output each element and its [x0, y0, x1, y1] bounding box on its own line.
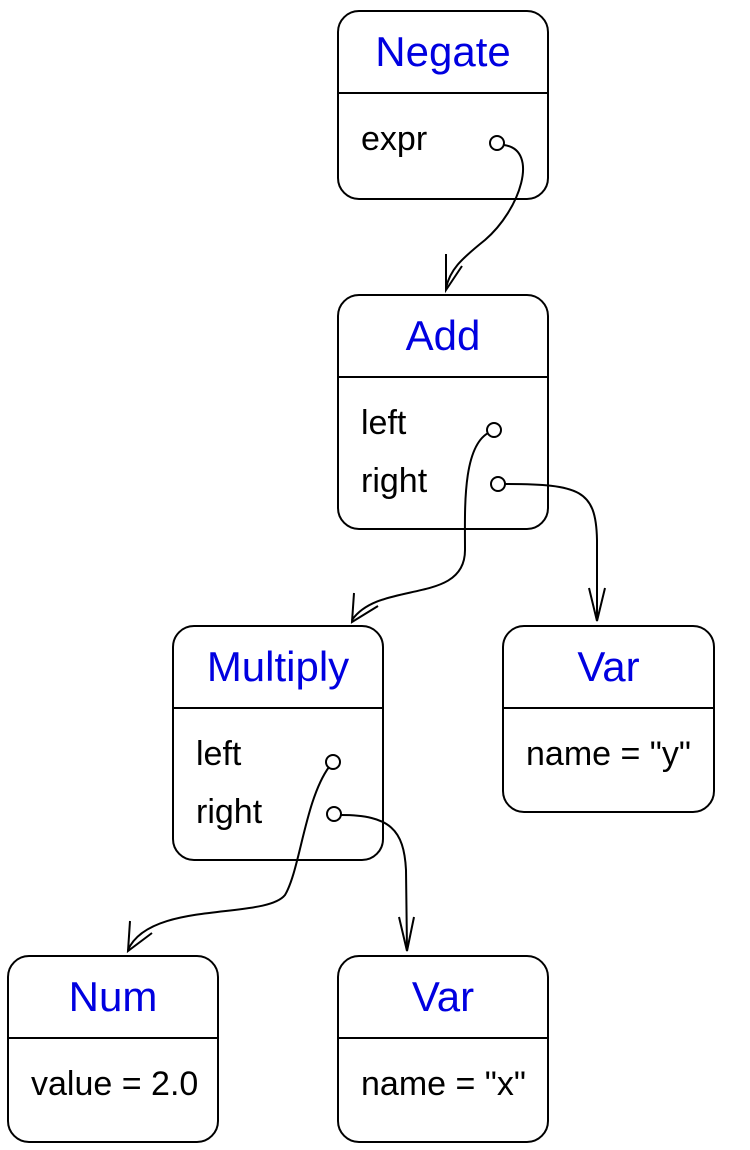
node-var-y: Var name = "y"	[502, 625, 715, 813]
node-title: Num	[9, 957, 217, 1039]
node-var-x: Var name = "x"	[337, 955, 549, 1143]
arrowhead-icon	[398, 916, 415, 952]
node-title: Var	[504, 627, 713, 709]
node-add: Add left right	[337, 294, 549, 530]
node-title: Negate	[339, 12, 547, 94]
arrowhead-icon	[588, 587, 606, 622]
arrowhead-icon	[350, 592, 379, 624]
field-right: right	[361, 462, 428, 500]
node-multiply: Multiply left right	[172, 625, 384, 861]
node-title: Var	[339, 957, 547, 1039]
node-title: Multiply	[174, 627, 382, 709]
node-title: Add	[339, 296, 547, 378]
field-value: value = 2.0	[31, 1065, 199, 1103]
field-left: left	[361, 404, 407, 442]
field-name: name = "y"	[526, 735, 691, 773]
arrowhead-icon	[126, 920, 153, 954]
arrowhead-icon	[445, 254, 463, 294]
field-right: right	[196, 793, 263, 831]
field-name: name = "x"	[361, 1065, 526, 1103]
field-left: left	[196, 735, 242, 773]
node-negate: Negate expr	[337, 10, 549, 200]
field-expr: expr	[361, 120, 428, 158]
node-num: Num value = 2.0	[7, 955, 219, 1143]
